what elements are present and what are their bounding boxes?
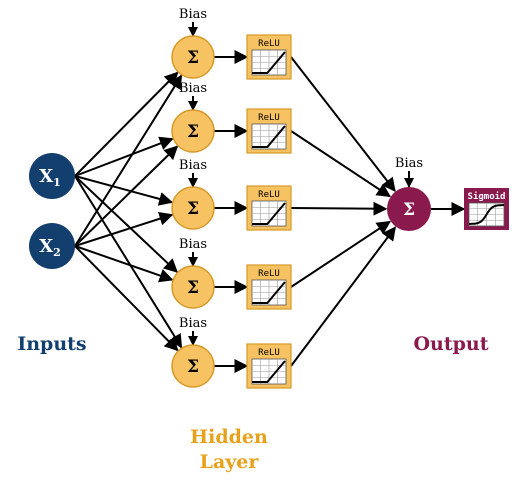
- edge-input1-hidden5: [74, 175, 183, 349]
- relu-curve-icon: [252, 51, 286, 74]
- edge-input1-hidden2: [74, 136, 174, 177]
- relu-label-1: ReLU: [258, 39, 280, 49]
- edge-input2-hidden4: [74, 245, 174, 283]
- sigmoid-label: Sigmoid: [468, 191, 506, 202]
- nodes: BiasΣReLUBiasΣReLUBiasΣReLUBiasΣReLUBias…: [29, 7, 509, 389]
- relu-label-4: ReLU: [258, 269, 280, 279]
- relu-label-5: ReLU: [258, 348, 280, 358]
- edge-input2-hidden1: [74, 74, 183, 247]
- connections: [74, 22, 466, 373]
- input-node-1: [29, 153, 75, 199]
- relu-curve-icon: [252, 281, 286, 304]
- hidden-neuron-1: [171, 35, 215, 79]
- relu-curve-icon: [252, 125, 286, 148]
- hidden-layer-label-line1: Hidden: [190, 426, 268, 448]
- hidden-neuron-4: [171, 265, 215, 309]
- relu-label-3: ReLU: [258, 190, 280, 200]
- output-label: Output: [413, 333, 488, 355]
- hidden-bias-label-1: Bias: [179, 7, 207, 22]
- activation-1-to-output: [290, 56, 396, 192]
- hidden-neuron-2: [171, 109, 215, 153]
- activation-2-to-output: [290, 130, 391, 198]
- edge-input1-hidden3: [74, 175, 174, 206]
- input-node-2: [29, 223, 75, 269]
- relu-curve-icon: [252, 202, 286, 225]
- hidden-neuron-3: [171, 186, 215, 230]
- edge-input1-hidden4: [74, 175, 178, 273]
- hidden-bias-label-3: Bias: [179, 158, 207, 173]
- activation-4-to-output: [290, 220, 391, 288]
- hidden-bias-label-4: Bias: [179, 237, 207, 252]
- activation-3-to-output: [290, 201, 388, 216]
- activation-5-to-output: [290, 226, 397, 367]
- sigmoid-curve-icon: [468, 204, 505, 225]
- inputs-label: Inputs: [17, 333, 86, 355]
- hidden-layer-label-line2: Layer: [200, 451, 260, 473]
- input-node-label-1: X1: [39, 166, 61, 189]
- sigma-icon: Σ: [187, 48, 199, 68]
- relu-label-2: ReLU: [258, 113, 280, 123]
- sigma-icon: Σ: [187, 122, 199, 142]
- hidden-neuron-5: [171, 344, 215, 388]
- output-bias-label: Bias: [395, 156, 423, 171]
- hidden-bias-label-2: Bias: [179, 81, 207, 96]
- hidden-bias-label-5: Bias: [179, 316, 207, 331]
- sigma-icon: Σ: [187, 199, 199, 219]
- edge-input1-hidden1: [74, 71, 179, 177]
- input-node-label-2: X2: [39, 236, 61, 259]
- sigma-icon: Σ: [187, 278, 199, 298]
- relu-curve-icon: [252, 360, 286, 383]
- sigma-icon: Σ: [403, 200, 415, 220]
- sigma-icon: Σ: [187, 357, 199, 377]
- edge-input2-hidden3: [74, 211, 174, 247]
- edge-input2-hidden5: [74, 245, 179, 352]
- edge-input2-hidden2: [74, 145, 179, 247]
- output-neuron: [387, 187, 431, 231]
